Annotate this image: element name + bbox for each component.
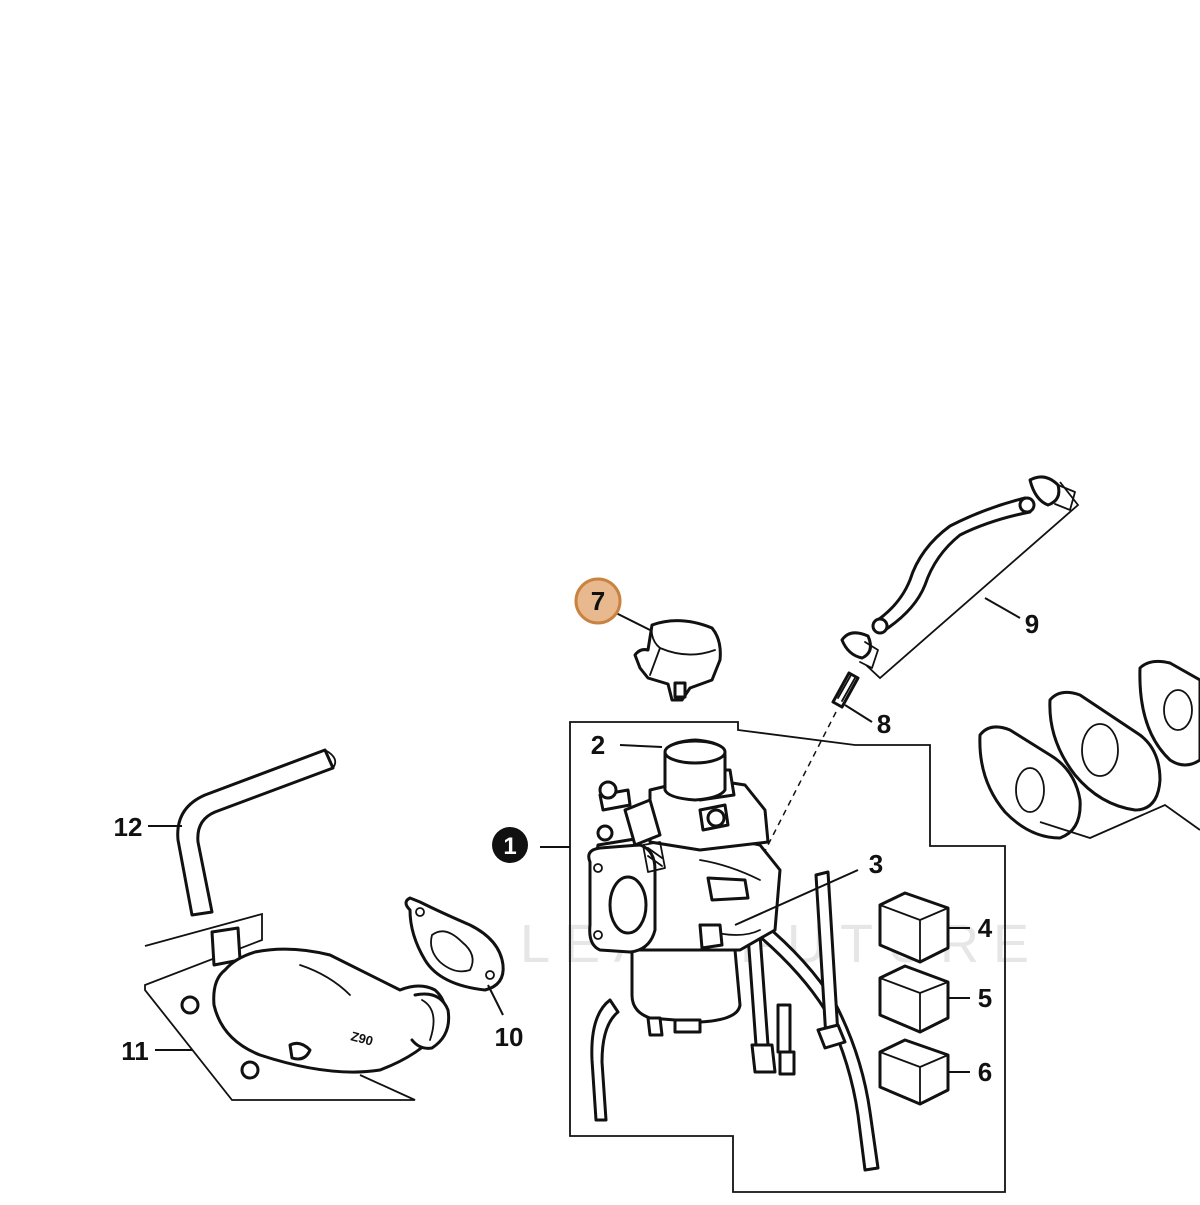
svg-text:1: 1: [503, 833, 516, 860]
part-2-solenoid[interactable]: [663, 738, 727, 802]
leader-8: [844, 704, 873, 723]
leader-10: [487, 984, 504, 1016]
callout-6[interactable]: 6: [978, 1057, 992, 1087]
part-12-hose[interactable]: [176, 748, 337, 917]
callout-5[interactable]: 5: [978, 983, 992, 1013]
callout-4[interactable]: 4: [978, 913, 993, 943]
part-4-foam-block[interactable]: [878, 891, 950, 964]
part-marking-z90: Z90: [349, 1028, 375, 1048]
callout-8[interactable]: 8: [877, 709, 891, 739]
part-6-foam-block[interactable]: [878, 1038, 950, 1106]
part-8-fuel-filter[interactable]: [831, 671, 860, 709]
leader-7: [613, 611, 651, 631]
part-7-solenoid-cover[interactable]: [633, 619, 722, 702]
part-1-carburetor-assembly[interactable]: [587, 738, 880, 1172]
callout-11[interactable]: 11: [121, 1036, 149, 1066]
callout-10[interactable]: 10: [495, 1022, 524, 1052]
part-5-foam-block[interactable]: [878, 964, 950, 1034]
part-9-frame: [865, 481, 1080, 680]
right-gasket-spacer-group: [978, 659, 1200, 840]
callout-2[interactable]: 2: [591, 730, 605, 760]
part-11-frame: [144, 912, 416, 1101]
nut-top: [180, 995, 200, 1015]
callout-12[interactable]: 12: [114, 812, 143, 842]
callout-7-highlighted[interactable]: 7: [574, 577, 622, 625]
part-10-gasket[interactable]: [404, 896, 505, 992]
callout-9[interactable]: 9: [1025, 609, 1039, 639]
part-9-fuel-line[interactable]: [840, 475, 1076, 669]
nut-bottom: [240, 1060, 260, 1080]
part-11-intake-elbow[interactable]: Z90: [180, 926, 451, 1080]
leader-2: [619, 744, 663, 748]
leader-9: [984, 597, 1021, 619]
callout-3[interactable]: 3: [869, 849, 883, 879]
leader-3: [734, 869, 859, 926]
callout-1[interactable]: 1: [492, 827, 528, 863]
assembly-frame: [569, 721, 1006, 1193]
svg-text:7: 7: [591, 586, 605, 616]
